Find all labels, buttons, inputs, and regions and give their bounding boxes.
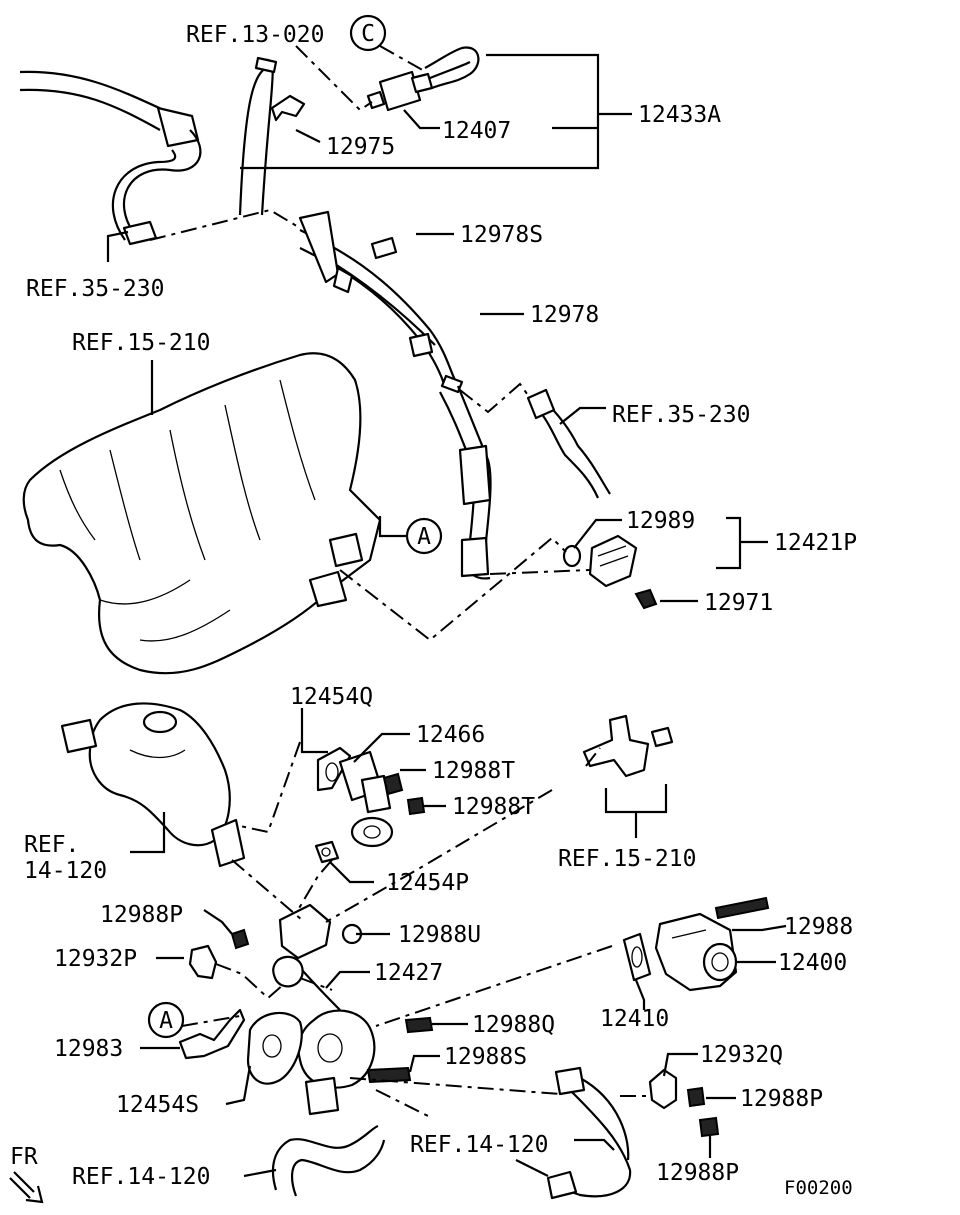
pipe-12983 bbox=[178, 1008, 246, 1060]
label-ref-35-230-left: REF.35-230 bbox=[26, 276, 164, 302]
circle-marker-a-bottom-label: A bbox=[159, 1008, 173, 1034]
circle-marker-a-top: A bbox=[405, 517, 443, 555]
label-12988u: 12988U bbox=[398, 922, 481, 948]
intake-manifold bbox=[22, 352, 382, 675]
label-ref-14-120-mid: REF.14-120 bbox=[410, 1132, 548, 1158]
label-ref-15-210-top: REF.15-210 bbox=[72, 330, 210, 356]
circle-marker-c: C bbox=[349, 14, 387, 52]
label-12989: 12989 bbox=[626, 508, 695, 534]
label-12421p: 12421P bbox=[774, 530, 857, 556]
label-12454q: 12454Q bbox=[290, 684, 373, 710]
bracket-ref15 bbox=[582, 714, 674, 778]
label-12988p-right: 12988P bbox=[740, 1086, 823, 1112]
label-12988p-left: 12988P bbox=[100, 902, 183, 928]
label-12988q: 12988Q bbox=[472, 1012, 555, 1038]
bottom-left-hose bbox=[271, 1124, 386, 1197]
fuel-line-loop bbox=[238, 56, 278, 216]
label-12978: 12978 bbox=[530, 302, 599, 328]
label-12932q: 12932Q bbox=[700, 1042, 783, 1068]
label-ref-14-120-left-line1: REF. bbox=[24, 832, 79, 858]
label-ref-35-230-right: REF.35-230 bbox=[612, 402, 750, 428]
circle-marker-a-top-label: A bbox=[417, 524, 431, 550]
label-12433a: 12433A bbox=[638, 102, 721, 128]
valve-12466 bbox=[338, 750, 426, 848]
label-12988t-a: 12988T bbox=[432, 758, 515, 784]
upper-left-hose bbox=[19, 70, 202, 246]
label-12454p: 12454P bbox=[386, 870, 469, 896]
label-12466: 12466 bbox=[416, 722, 485, 748]
leader-lines bbox=[106, 45, 787, 1178]
bolt-12988q bbox=[404, 1016, 434, 1034]
bolt-12988s bbox=[366, 1066, 412, 1084]
label-12988p-bottom: 12988P bbox=[656, 1160, 739, 1186]
label-ref-14-120-left-line2: 14-120 bbox=[24, 858, 107, 884]
label-12978s: 12978S bbox=[460, 222, 543, 248]
label-12427: 12427 bbox=[374, 960, 443, 986]
fuel-filter-12407 bbox=[366, 70, 434, 112]
label-12407: 12407 bbox=[442, 118, 511, 144]
gasket-12454q bbox=[316, 746, 352, 792]
hose-to-c bbox=[424, 46, 480, 90]
right-hose-ref35 bbox=[526, 388, 611, 499]
clip-12975 bbox=[270, 94, 306, 122]
sensor-12421p bbox=[562, 534, 658, 610]
label-12975: 12975 bbox=[326, 134, 395, 160]
bracket-pipe-assembly bbox=[298, 210, 464, 394]
part-labels: REF.13-020 12975 12407 12433A 12978S 129… bbox=[10, 22, 857, 1199]
label-12988: 12988 bbox=[784, 914, 853, 940]
label-12971: 12971 bbox=[704, 590, 773, 616]
label-12400: 12400 bbox=[778, 950, 847, 976]
diagram-code: F00200 bbox=[784, 1177, 853, 1199]
water-outlet bbox=[60, 702, 246, 868]
label-ref-15-210-bottom: REF.15-210 bbox=[558, 846, 696, 872]
housing-12427 bbox=[230, 903, 376, 1116]
label-12454s: 12454S bbox=[116, 1092, 199, 1118]
label-ref-14-120-bottom: REF.14-120 bbox=[72, 1164, 210, 1190]
circle-marker-a-bottom: A bbox=[147, 1001, 185, 1039]
label-front-direction: FR bbox=[10, 1144, 38, 1170]
label-ref-13-020: REF.13-020 bbox=[186, 22, 324, 48]
nuts-12988p-right bbox=[686, 1086, 720, 1138]
label-12988s: 12988S bbox=[444, 1044, 527, 1070]
gasket-12410 bbox=[622, 932, 652, 982]
gasket-12454s bbox=[246, 1011, 303, 1085]
gasket-12454p bbox=[314, 840, 340, 864]
vertical-hose-to-throttle bbox=[439, 385, 492, 580]
label-12988t-b: 12988T bbox=[452, 794, 535, 820]
label-12983: 12983 bbox=[54, 1036, 123, 1062]
front-arrow-icon bbox=[9, 1171, 44, 1204]
label-12932p: 12932P bbox=[54, 946, 137, 972]
circle-marker-c-label: C bbox=[361, 21, 375, 47]
clip-12932p bbox=[188, 944, 218, 980]
throttle-body-12400 bbox=[654, 896, 770, 992]
bottom-right-hose bbox=[546, 1066, 632, 1200]
label-12410: 12410 bbox=[600, 1006, 669, 1032]
